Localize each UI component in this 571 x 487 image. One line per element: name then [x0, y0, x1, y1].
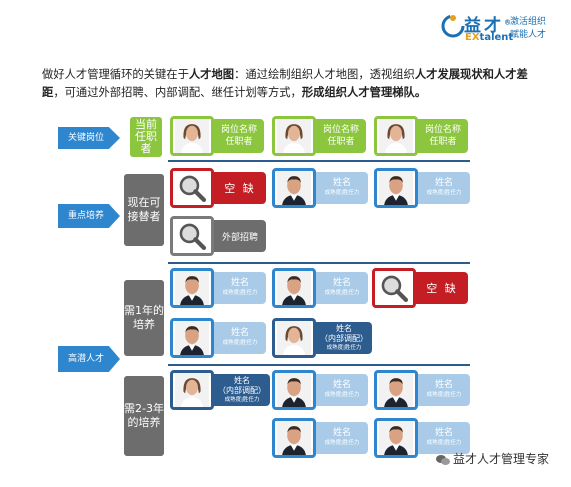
internal-transfer-label: 姓名（内部调配）成熟度|胜任力: [214, 374, 270, 406]
candidate-photo: [170, 268, 214, 308]
logo-tagline: 激活组织赋能人才: [510, 17, 547, 40]
candidate-photo: [374, 168, 418, 208]
section-ready-now: 现在可接替者: [124, 174, 164, 246]
incumbent-photo: [374, 116, 418, 156]
candidate-label: 姓名成熟度|胜任力: [316, 422, 368, 454]
logo-english: EXtalent: [465, 32, 514, 43]
candidate-photo: [272, 418, 316, 458]
external-recruit-label: 外部招聘: [214, 220, 266, 252]
high-potential-arrow: 高潜人才: [58, 346, 120, 372]
candidate-label: 姓名成熟度|胜任力: [418, 374, 470, 406]
incumbent-label: 岗位名称任职者: [214, 119, 264, 153]
external-magnifier-icon: [170, 216, 214, 256]
candidate-photo: [272, 168, 316, 208]
candidate-photo: [374, 418, 418, 458]
candidate-label: 姓名成熟度|胜任力: [418, 422, 470, 454]
section-one-year: 需1年的培养: [124, 280, 164, 356]
incumbent-photo: [272, 116, 316, 156]
vacancy-label: 空 缺: [214, 172, 266, 204]
candidate-label: 姓名成熟度|胜任力: [316, 172, 368, 204]
vacancy-label: 空 缺: [416, 272, 468, 304]
candidate-label: 姓名成熟度|胜任力: [418, 172, 470, 204]
intro-paragraph: 做好人才管理循环的关键在于人才地图：通过绘制组织人才地图，透视组织人才发展现状和…: [42, 68, 528, 99]
divider: [168, 160, 470, 162]
candidate-label: 姓名成熟度|胜任力: [316, 272, 368, 304]
incumbent-label: 岗位名称任职者: [316, 119, 366, 153]
internal-transfer-photo: [170, 370, 214, 410]
candidate-photo: [170, 318, 214, 358]
section-two-three-year: 需2-3年的培养: [124, 376, 164, 456]
candidate-label: 姓名成熟度|胜任力: [316, 374, 368, 406]
internal-transfer-photo: [272, 318, 316, 358]
key-talent-arrow: 重点培养: [58, 204, 120, 228]
logo-text: 益才®: [464, 16, 514, 36]
candidate-photo: [272, 268, 316, 308]
incumbent-label: 岗位名称任职者: [418, 119, 468, 153]
divider: [168, 364, 470, 366]
vacancy-magnifier-icon: [372, 268, 416, 308]
candidate-label: 姓名成熟度|胜任力: [214, 272, 266, 304]
candidate-photo: [272, 370, 316, 410]
vacancy-magnifier-icon: [170, 168, 214, 208]
incumbent-photo: [170, 116, 214, 156]
watermark: 益才人才管理专家: [435, 450, 549, 467]
candidate-label: 姓名成熟度|胜任力: [214, 322, 266, 354]
section-current: 当前任职者: [130, 117, 162, 157]
logo-mark-icon: [441, 14, 465, 38]
candidate-photo: [374, 370, 418, 410]
internal-transfer-label: 姓名（内部调配）成熟度|胜任力: [316, 322, 372, 354]
wechat-icon: [435, 454, 450, 465]
divider: [168, 262, 470, 264]
key-position-arrow: 关键岗位: [58, 127, 120, 149]
